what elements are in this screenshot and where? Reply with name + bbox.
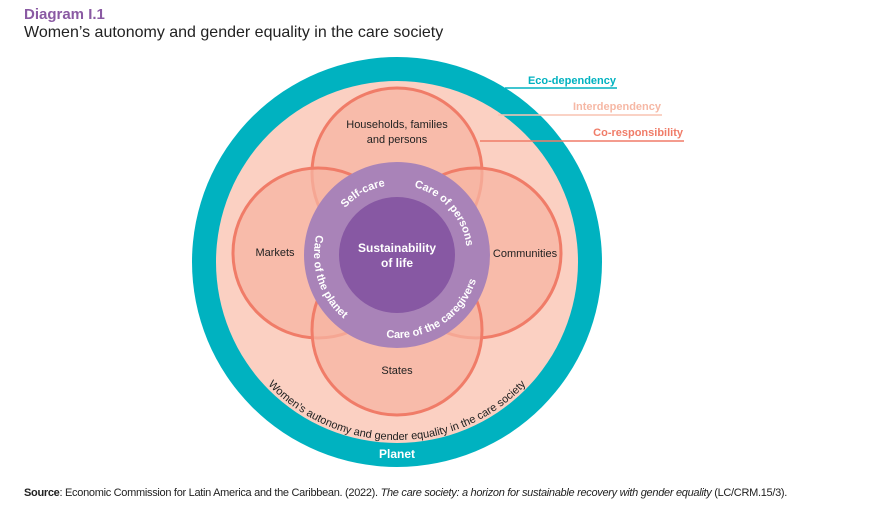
source-title: The care society: a horizon for sustaina…	[380, 487, 712, 499]
source-code: (LC/CRM.15/3).	[711, 487, 788, 499]
lobe-label-communities: Communities	[493, 248, 558, 260]
core-label-2: of life	[381, 256, 413, 270]
core-circle	[339, 197, 455, 313]
lobe-label-markets: Markets	[255, 247, 295, 259]
planet-label: Planet	[379, 447, 415, 461]
diagram-title: Women’s autonomy and gender equality in …	[24, 24, 444, 41]
source-note: Source: Economic Commission for Latin Am…	[24, 487, 787, 499]
lobe-label-states: States	[381, 365, 413, 377]
lobe-label-households-1: Households, families	[346, 119, 448, 131]
source-label: Source	[24, 487, 60, 499]
source-text: : Economic Commission for Latin America …	[59, 487, 381, 499]
legend-interdependency: Interdependency	[573, 101, 662, 113]
diagram-number: Diagram I.1	[24, 6, 105, 23]
legend-co-responsibility: Co-responsibility	[593, 127, 684, 139]
lobe-label-households-2: and persons	[367, 134, 428, 146]
core-label-1: Sustainability	[358, 241, 436, 255]
legend-eco-dependency: Eco-dependency	[528, 75, 617, 87]
